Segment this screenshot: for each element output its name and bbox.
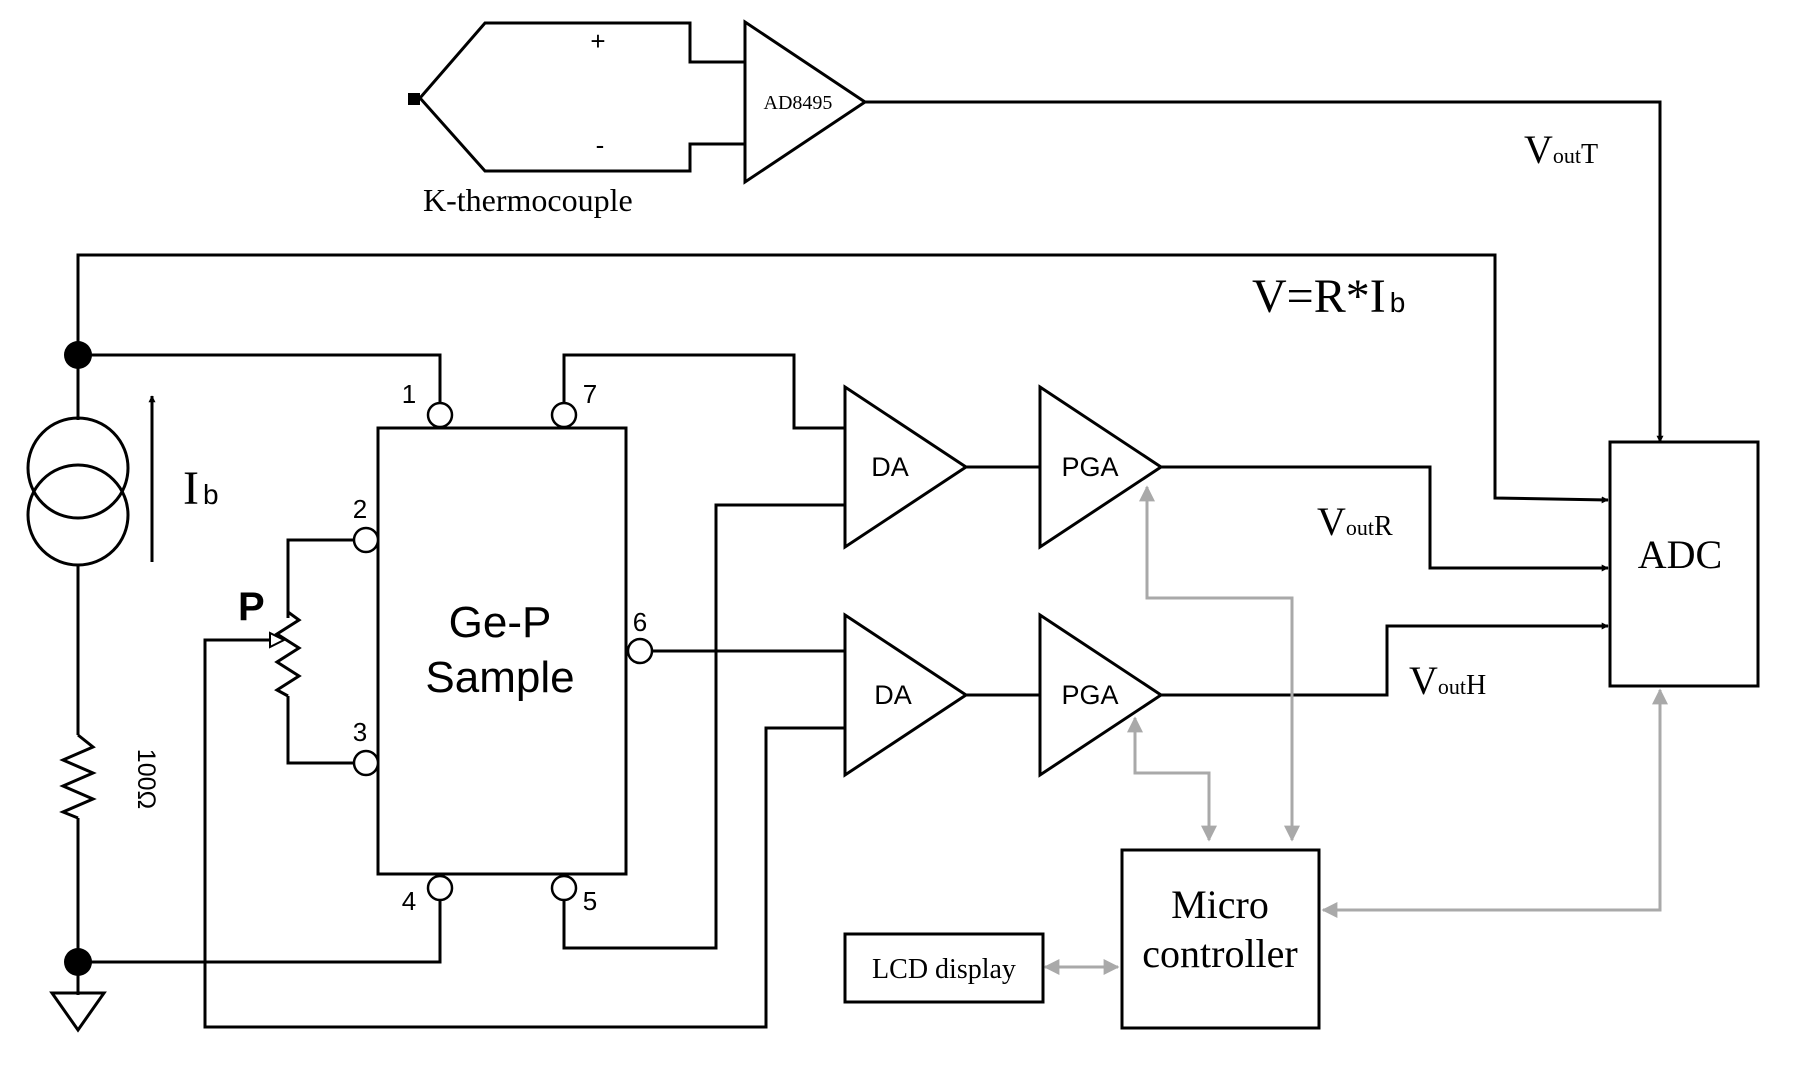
da-bottom-label: DA <box>874 680 912 710</box>
sample-pin-6 <box>626 637 654 665</box>
pin4-return-wire <box>78 898 442 964</box>
pot-top-wire <box>286 538 355 618</box>
ad8495-amplifier: AD8495 <box>743 19 868 185</box>
sample-pin-label-4: 4 <box>402 886 416 916</box>
microcontroller-block: Micro controller <box>1120 848 1321 1030</box>
da-top-label: DA <box>871 452 909 482</box>
sample-pin-label-3: 3 <box>353 717 367 747</box>
sample-pin-1 <box>426 401 454 429</box>
potentiometer: P <box>203 538 845 1029</box>
vout-t-label: VoutT <box>1524 127 1598 172</box>
pot-wiper-arrow <box>269 631 287 649</box>
vout-t-wire <box>865 100 1664 443</box>
thermocouple-plus-lead <box>418 21 745 99</box>
sample-pin-5 <box>550 874 578 902</box>
potentiometer-label: P <box>238 585 265 629</box>
sample-pin-label-1: 1 <box>402 379 416 409</box>
adc-label: ADC <box>1638 532 1722 577</box>
resistor-label: 100Ω <box>132 749 160 809</box>
current-source <box>26 416 130 567</box>
pot-bottom-wire <box>286 696 355 765</box>
k-thermocouple: + - K-thermocouple <box>408 21 745 218</box>
ad8495-label: AD8495 <box>764 92 833 114</box>
pin5-wire <box>562 503 845 950</box>
pin7-wire <box>562 353 845 430</box>
sample-pin-label-5: 5 <box>583 886 597 916</box>
thermocouple-label: K-thermocouple <box>423 182 633 218</box>
micro-label-line1: Micro <box>1171 882 1269 927</box>
ge-p-sample: Ge-P Sample <box>376 426 628 876</box>
pot-resistor <box>274 610 302 698</box>
ground-symbol <box>49 991 107 1033</box>
da-amplifier-bottom: DA <box>843 612 969 778</box>
sample-body <box>376 426 628 876</box>
lcd-display-block: LCD display <box>843 932 1045 1004</box>
thermocouple-minus-sign: - <box>596 130 605 160</box>
sample-title-line1: Ge-P <box>449 598 552 647</box>
pga-top-label: PGA <box>1061 452 1118 482</box>
sample-pin-2 <box>352 526 380 554</box>
sample-pin-label-2: 2 <box>353 494 367 524</box>
pga-amplifier-bottom: PGA <box>1038 612 1164 778</box>
vout-h-wire <box>1161 622 1609 697</box>
sample-pin-label-6: 6 <box>633 607 647 637</box>
sample-title-line2: Sample <box>425 653 574 702</box>
sample-pin-4 <box>426 874 454 902</box>
pin1-feed-wire <box>78 353 442 405</box>
resistor-100-ohm <box>59 733 97 820</box>
current-source-ring-lower <box>26 463 130 567</box>
pga-bottom-label: PGA <box>1061 680 1118 710</box>
thermocouple-junction <box>408 93 420 105</box>
lcd-label: LCD display <box>872 954 1016 985</box>
thermocouple-plus-sign: + <box>590 26 605 56</box>
adc-control-bus <box>1321 688 1668 918</box>
vout-h-label: VoutH <box>1409 658 1486 703</box>
adc-block: ADC <box>1608 440 1760 688</box>
pga-amplifier-top: PGA <box>1038 384 1164 550</box>
sample-pin-7 <box>550 401 578 429</box>
sample-pin-label-7: 7 <box>583 379 597 409</box>
da-amplifier-top: DA <box>843 384 969 550</box>
pga-top-control-bus <box>1139 485 1300 842</box>
thermocouple-minus-lead <box>418 97 745 173</box>
sample-pin-3 <box>352 749 380 777</box>
vout-r-label: VoutR <box>1317 499 1393 544</box>
current-source-ring-upper <box>26 416 130 520</box>
micro-label-line2: controller <box>1142 931 1298 976</box>
pga-bottom-control-bus <box>1127 716 1217 842</box>
rail-top-wire <box>76 253 1609 504</box>
pot-wiper-wire <box>203 638 845 1029</box>
vout-r-wire <box>1161 465 1609 572</box>
